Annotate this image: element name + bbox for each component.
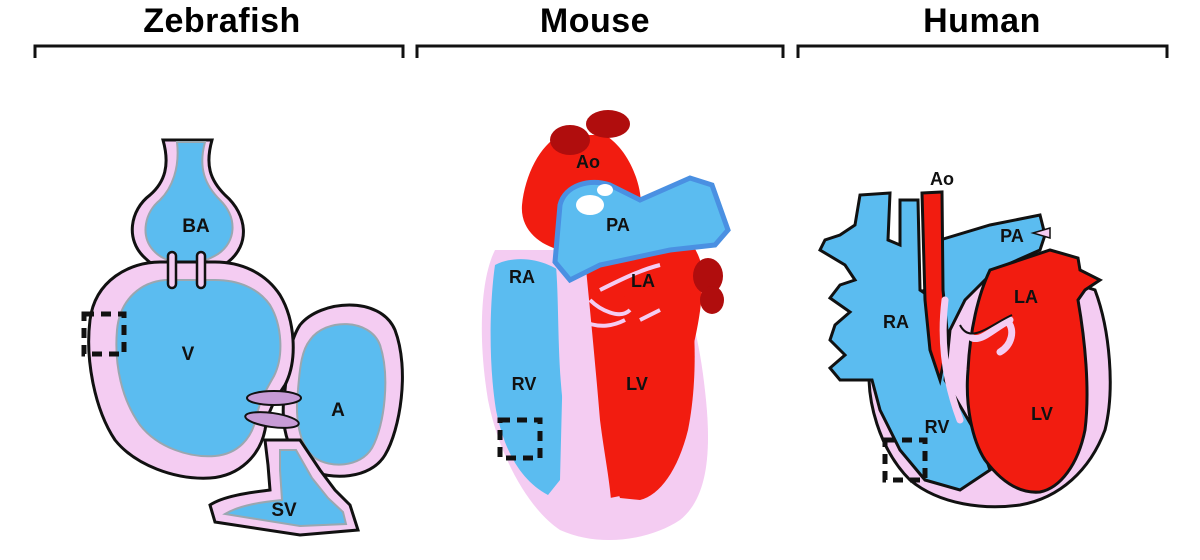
zebrafish-title: Zebrafish (143, 2, 301, 40)
human-septum-outline (959, 314, 1013, 335)
mouse-inner-lines (579, 263, 661, 328)
zebrafish-sinus-venosus (222, 449, 348, 528)
zebrafish-bracket (33, 44, 405, 58)
human-label-la: LA (1014, 287, 1038, 307)
mouse-heart: Ao PA RA LA RV LV (481, 110, 731, 541)
mouse-left-ventricle (590, 290, 695, 500)
human-heart: Ao PA RA LA RV LV (818, 169, 1112, 509)
mouse-label-lv: LV (626, 374, 648, 394)
mouse-right-side (490, 259, 570, 495)
mouse-pa-opening-2 (597, 184, 613, 196)
human-label-ao: Ao (930, 169, 954, 189)
human-bracket (796, 44, 1169, 58)
human-pa-arrow (1030, 226, 1051, 240)
human-region-marker (882, 437, 928, 483)
mouse-pa-opening-1 (576, 195, 604, 215)
mouse-label-ao: Ao (576, 152, 600, 172)
mouse-vessel-caps (550, 110, 724, 314)
mouse-septum (555, 255, 612, 520)
zebrafish-bulbus-arteriosus (144, 141, 234, 263)
mouse-label-ra: RA (509, 267, 535, 287)
human-title: Human (923, 2, 1041, 40)
zebrafish-bav-valve-right (195, 250, 207, 290)
human-label-pa: PA (1000, 226, 1024, 246)
zebrafish-ventricle (115, 279, 282, 458)
mouse-label-pa: PA (606, 215, 630, 235)
mouse-label-la: LA (631, 271, 655, 291)
human-left-side (965, 248, 1103, 494)
human-label-rv: RV (925, 417, 950, 437)
human-label-lv: LV (1031, 404, 1053, 424)
zebrafish-av-valve-top (246, 390, 302, 406)
human-label-ra: RA (883, 312, 909, 332)
zebrafish-heart: BA V A SV (81, 138, 404, 537)
mouse-bracket (415, 44, 785, 58)
mouse-label-rv: RV (512, 374, 537, 394)
human-septum (939, 296, 1016, 424)
zebrafish-label-ba: BA (182, 216, 210, 237)
zebrafish-label-sv: SV (271, 500, 297, 521)
zebrafish-region-marker (81, 311, 127, 357)
zebrafish-label-v: V (182, 344, 195, 365)
mouse-title: Mouse (539, 2, 651, 40)
mouse-region-marker (497, 417, 543, 461)
zebrafish-atrium (295, 323, 387, 466)
zebrafish-av-valve-bottom (244, 411, 300, 429)
zebrafish-label-a: A (331, 400, 345, 421)
zebrafish-bav-valve-left (166, 250, 178, 290)
